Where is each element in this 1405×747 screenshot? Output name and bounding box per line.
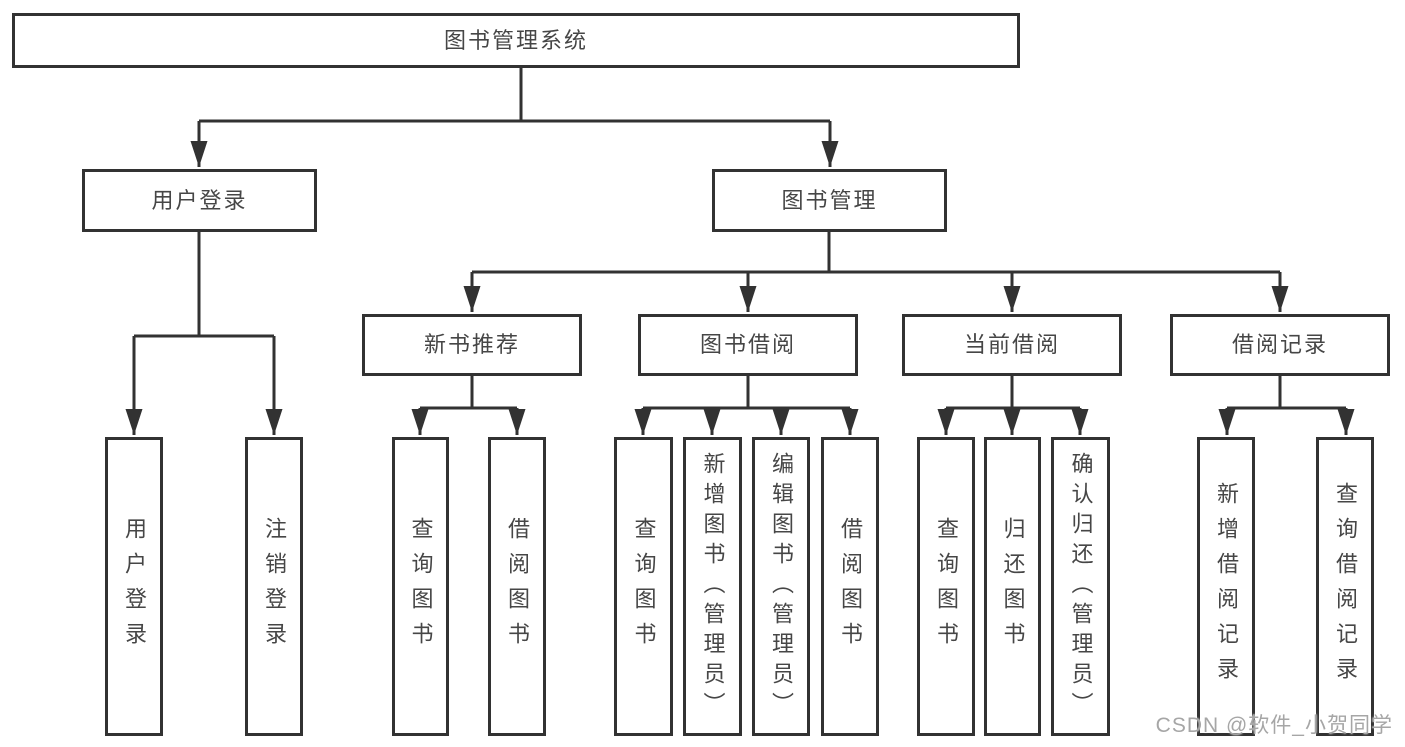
node-label: 注销登录 — [262, 516, 287, 657]
node-label: 用户登录 — [122, 516, 147, 657]
leaf-add-book-admin: 新增图书（管理员） — [683, 437, 742, 736]
node-label: 新增借阅记录 — [1214, 481, 1239, 692]
node-book-borrow: 图书借阅 — [638, 314, 858, 376]
node-label: 新增图书（管理员） — [700, 451, 726, 722]
node-user-login: 用户登录 — [82, 169, 317, 232]
leaf-query-book-3: 查询图书 — [917, 437, 975, 736]
leaf-query-book-1: 查询图书 — [392, 437, 449, 736]
node-label: 图书管理 — [781, 187, 878, 213]
node-label: 查询图书 — [631, 516, 657, 657]
leaf-borrow-book-2: 借阅图书 — [821, 437, 879, 736]
node-current-borrow: 当前借阅 — [902, 314, 1122, 376]
leaf-logout: 注销登录 — [245, 437, 303, 736]
node-label: 新书推荐 — [423, 332, 520, 357]
leaf-confirm-return-admin: 确认归还（管理员） — [1051, 437, 1110, 736]
leaf-query-book-2: 查询图书 — [614, 437, 673, 736]
node-label: 借阅图书 — [505, 516, 530, 657]
node-label: 归还图书 — [1000, 516, 1026, 657]
leaf-edit-book-admin: 编辑图书（管理员） — [752, 437, 810, 736]
leaf-user-login: 用户登录 — [105, 437, 163, 736]
node-label: 图书管理系统 — [443, 27, 588, 53]
leaf-borrow-book-1: 借阅图书 — [488, 437, 546, 736]
node-label: 借阅图书 — [838, 516, 863, 657]
leaf-query-borrow-record: 查询借阅记录 — [1316, 437, 1374, 736]
leaf-add-borrow-record: 新增借阅记录 — [1197, 437, 1255, 736]
node-label: 图书借阅 — [699, 332, 796, 357]
node-label: 查询借阅记录 — [1333, 481, 1358, 692]
node-label: 查询图书 — [408, 516, 434, 657]
node-label: 查询图书 — [934, 516, 959, 657]
node-label: 用户登录 — [151, 187, 248, 213]
node-label: 编辑图书（管理员） — [769, 451, 794, 722]
node-borrow-record: 借阅记录 — [1170, 314, 1390, 376]
node-new-book-recommend: 新书推荐 — [362, 314, 582, 376]
leaf-return-book: 归还图书 — [984, 437, 1041, 736]
node-book-management: 图书管理 — [712, 169, 947, 232]
node-root-library-system: 图书管理系统 — [12, 13, 1020, 68]
node-label: 当前借阅 — [963, 332, 1060, 357]
node-label: 确认归还（管理员） — [1068, 451, 1094, 722]
node-label: 借阅记录 — [1231, 332, 1328, 357]
